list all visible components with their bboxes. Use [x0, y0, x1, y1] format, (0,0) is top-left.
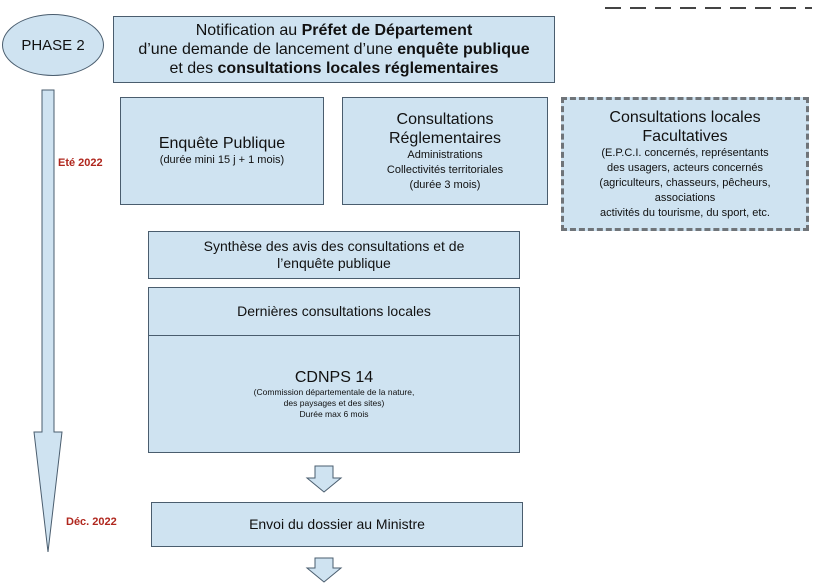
cdnps-line-2: des paysages et des sites): [283, 398, 385, 408]
consultations-reglementaires-box: Consultations Réglementaires Administrat…: [342, 97, 548, 205]
notification-line-2: d’une demande de lancement d’une enquête…: [138, 40, 529, 59]
notification-box: Notification au Préfet de Département d’…: [113, 16, 555, 83]
facultatives-line-4: associations: [654, 191, 716, 204]
reglementaires-title-1: Consultations: [396, 110, 494, 128]
notification-prefet: Préfet de Département: [301, 22, 473, 39]
cdnps-line-3: Durée max 6 mois: [299, 409, 369, 419]
reglementaires-line-1: Administrations: [407, 148, 483, 161]
synthese-line-1: Synthèse des avis des consultations et d…: [203, 238, 465, 254]
date-end: Déc. 2022: [66, 516, 117, 528]
synthese-box: Synthèse des avis des consultations et d…: [148, 231, 520, 279]
date-start: Eté 2022: [58, 157, 103, 169]
down-arrow-to-envoi: [305, 465, 343, 493]
notification-line-1: Notification au Préfet de Département: [196, 21, 473, 40]
cdnps-title: CDNPS 14: [294, 369, 374, 386]
reglementaires-line-2: Collectivités territoriales: [386, 163, 504, 176]
notification-line-2-text: d’une demande de lancement d’une: [138, 41, 398, 58]
synthese-line-2: l’enquête publique: [277, 255, 391, 271]
envoi-label: Envoi du dossier au Ministre: [249, 516, 425, 532]
notification-consultations: consultations locales réglementaires: [217, 60, 499, 77]
enquete-title: Enquête Publique: [158, 135, 286, 152]
dernieres-label: Dernières consultations locales: [237, 303, 431, 319]
envoi-box: Envoi du dossier au Ministre: [151, 502, 523, 547]
enquete-publique-box: Enquête Publique (durée mini 15 j + 1 mo…: [120, 97, 324, 205]
facultatives-line-3: (agriculteurs, chasseurs, pêcheurs,: [599, 176, 771, 189]
phase-ellipse: PHASE 2: [2, 14, 104, 76]
notification-line-3-text: et des: [169, 60, 218, 77]
notification-line-1-text: Notification au: [195, 22, 302, 39]
reglementaires-line-3: (durée 3 mois): [409, 178, 481, 191]
phase-label: PHASE 2: [21, 36, 85, 54]
enquete-detail: (durée mini 15 j + 1 mois): [159, 154, 285, 166]
cdnps-line-1: (Commission départementale de la nature,: [253, 387, 415, 397]
dernieres-consultations-box: Dernières consultations locales: [148, 287, 520, 336]
facultatives-line-2: des usagers, acteurs concernés: [607, 161, 763, 174]
notification-enquete: enquête publique: [397, 41, 530, 58]
cdnps-box: CDNPS 14 (Commission départementale de l…: [148, 335, 520, 453]
reglementaires-title-2: Réglementaires: [388, 129, 502, 147]
facultatives-line-1: (E.P.C.I. concernés, représentants: [601, 146, 769, 159]
facultatives-title-2: Facultatives: [642, 127, 728, 145]
consultations-facultatives-box: Consultations locales Facultatives (E.P.…: [561, 97, 809, 231]
facultatives-line-5: activités du tourisme, du sport, etc.: [600, 206, 770, 219]
facultatives-title-1: Consultations locales: [609, 108, 761, 126]
timeline-arrow: [33, 89, 63, 553]
notification-line-3: et des consultations locales réglementai…: [169, 59, 498, 78]
down-arrow-bottom: [305, 557, 343, 583]
